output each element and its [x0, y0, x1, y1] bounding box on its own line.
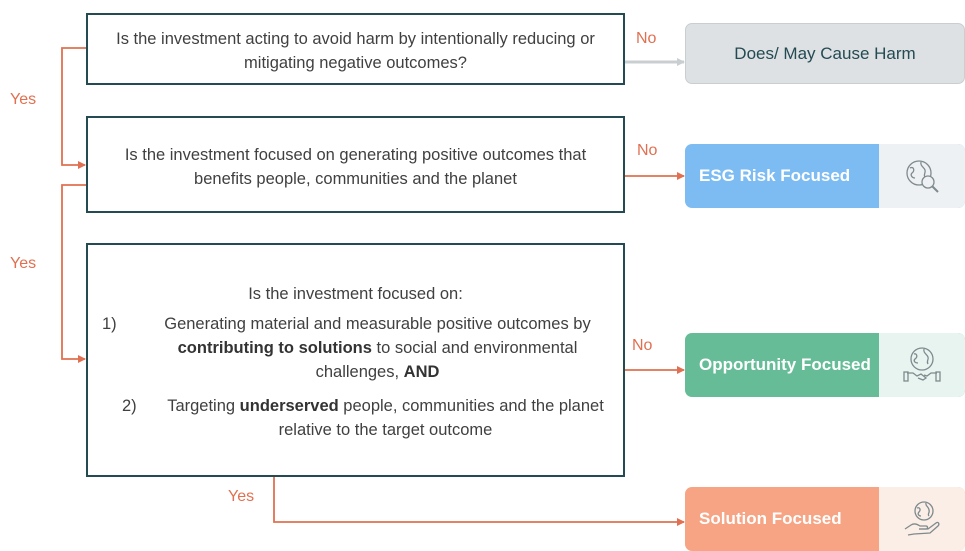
- outcome-solution-focused-label: Solution Focused: [699, 509, 842, 528]
- arrow-q2-yes: [61, 184, 86, 363]
- outcome-solution-focused: Solution Focused: [685, 487, 965, 551]
- question-positive-outcomes: Is the investment focused on generating …: [86, 116, 625, 213]
- outcome-esg-risk-focused-label: ESG Risk Focused: [699, 166, 851, 185]
- criterion-text-part: Generating material and measurable posit…: [164, 315, 591, 333]
- question-avoid-harm: Is the investment acting to avoid harm b…: [86, 13, 625, 85]
- outcome-causes-harm: Does/ May Cause Harm: [685, 23, 965, 84]
- criterion-text-part: Targeting: [167, 397, 240, 415]
- label-no-q1: No: [636, 30, 657, 47]
- label-yes-q1: Yes: [10, 91, 37, 108]
- criterion-text: Targeting underserved people, communitie…: [158, 394, 613, 442]
- label-yes-q2: Yes: [10, 255, 37, 272]
- globe-in-hand-icon: [879, 487, 965, 551]
- globe-handshake-icon: [879, 333, 965, 397]
- question-positive-outcomes-text: Is the investment focused on generating …: [124, 146, 587, 188]
- criterion-number: 2): [122, 397, 137, 415]
- arrow-q1-yes: [61, 47, 86, 169]
- arrow-q3-yes: [273, 477, 685, 526]
- criterion-number: 1): [102, 315, 117, 333]
- outcome-esg-risk-focused: ESG Risk Focused: [685, 144, 965, 208]
- outcome-opportunity-focused: Opportunity Focused: [685, 333, 965, 397]
- criterion-text: Generating material and measurable posit…: [142, 312, 613, 384]
- criterion-emphasis: AND: [403, 363, 440, 381]
- criterion-text-part: to social and environmental challenges,: [315, 339, 578, 381]
- outcome-causes-harm-label: Does/ May Cause Harm: [734, 43, 916, 63]
- criterion-targeting-underserved: 2) Targeting underserved people, communi…: [98, 394, 613, 442]
- label-yes-q3: Yes: [228, 488, 255, 505]
- question-avoid-harm-text: Is the investment acting to avoid harm b…: [116, 30, 595, 72]
- criterion-emphasis: contributing to solutions: [177, 339, 372, 357]
- label-no-q3: No: [632, 337, 653, 354]
- criterion-contributing-to-solutions: 1) Generating material and measurable po…: [98, 312, 613, 384]
- globe-magnifier-icon: [879, 144, 965, 208]
- label-no-q2: No: [637, 142, 658, 159]
- outcome-opportunity-focused-label: Opportunity Focused: [699, 355, 871, 374]
- criterion-text-part: people, communities and the planet relat…: [278, 397, 604, 439]
- question-solutions: Is the investment focused on: 1) Generat…: [86, 243, 625, 477]
- criterion-emphasis: underserved: [239, 397, 339, 415]
- question-solutions-intro: Is the investment focused on:: [248, 285, 463, 303]
